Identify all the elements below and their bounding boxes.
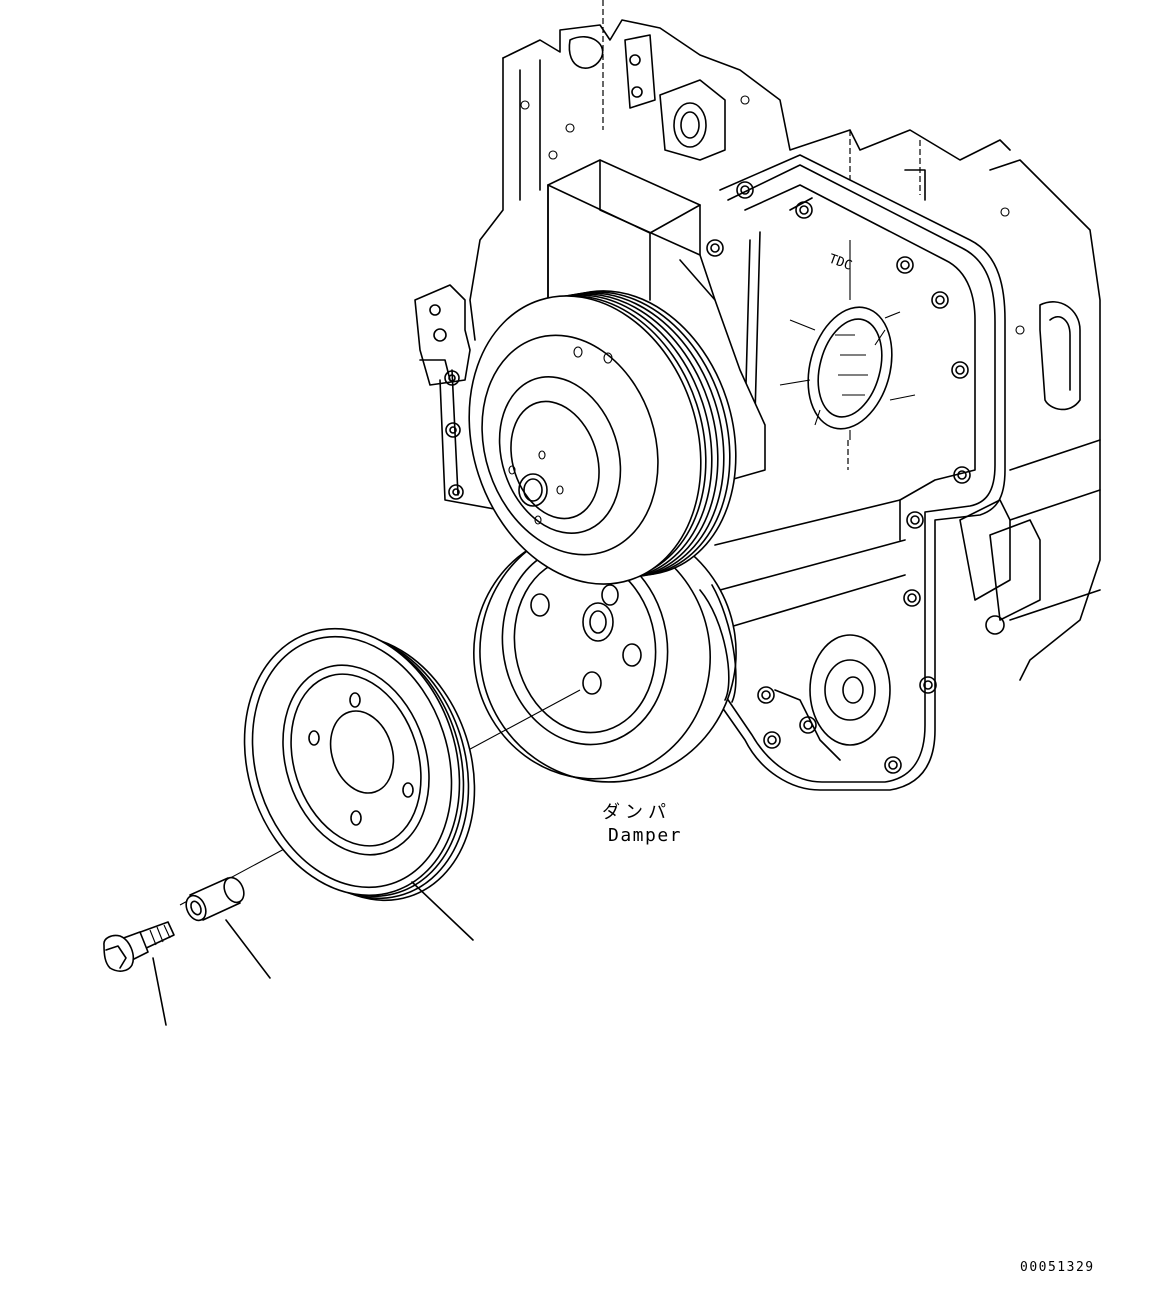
- damper-label-english: Damper: [608, 825, 683, 846]
- leader-lines: [153, 882, 473, 1025]
- pulley-part: [211, 601, 508, 929]
- left-bracket: [415, 285, 500, 510]
- installed-damper: [433, 261, 771, 614]
- mounting-bolt: [104, 922, 174, 971]
- damper-label-japanese: ダンパ: [602, 802, 671, 823]
- engine-block: [470, 0, 1100, 680]
- spacer-sleeve: [182, 874, 247, 923]
- drawing-number: 00051329: [1020, 1260, 1095, 1275]
